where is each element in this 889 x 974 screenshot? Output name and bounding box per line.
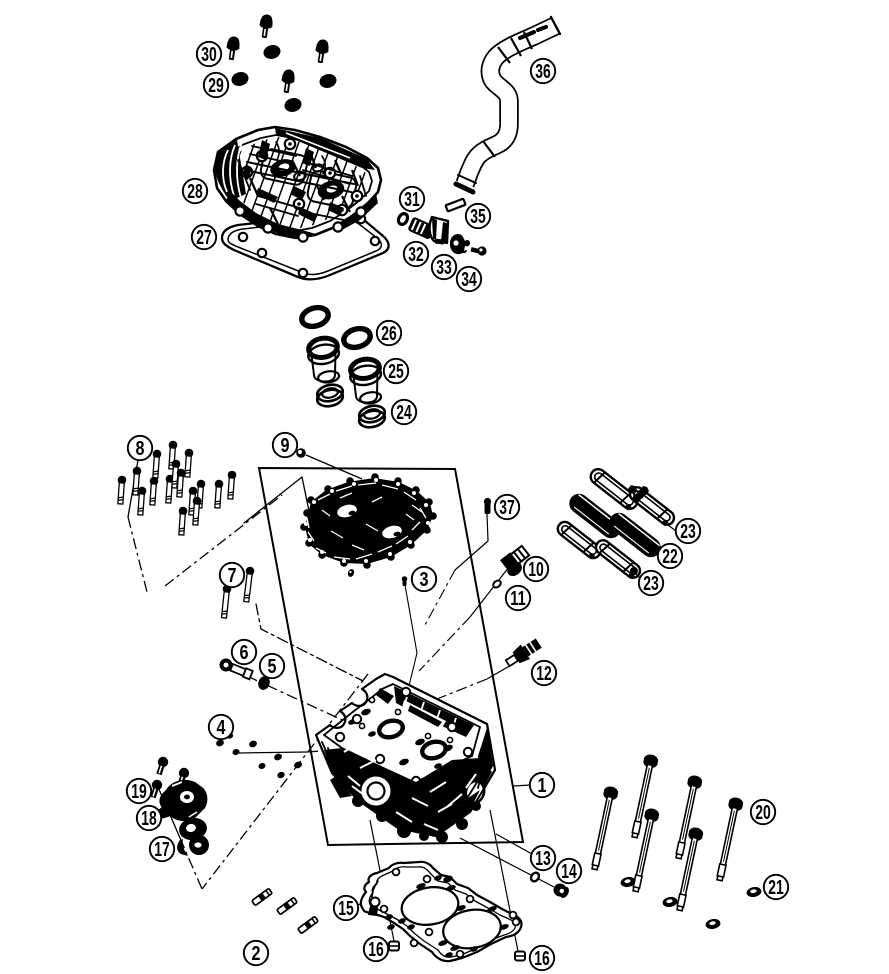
svg-text:9: 9	[281, 434, 290, 457]
svg-text:28: 28	[187, 180, 203, 203]
svg-text:2: 2	[252, 942, 261, 965]
svg-text:25: 25	[388, 360, 404, 383]
svg-text:23: 23	[643, 572, 659, 595]
svg-text:31: 31	[404, 188, 420, 211]
svg-text:14: 14	[561, 860, 577, 883]
svg-text:11: 11	[510, 587, 526, 610]
svg-text:19: 19	[131, 780, 147, 803]
svg-text:23: 23	[680, 520, 696, 543]
svg-text:22: 22	[662, 545, 678, 568]
svg-text:37: 37	[499, 496, 515, 519]
svg-text:33: 33	[436, 256, 452, 279]
svg-text:4: 4	[217, 716, 226, 739]
svg-text:36: 36	[535, 60, 551, 83]
svg-text:6: 6	[240, 641, 249, 664]
svg-text:15: 15	[338, 897, 354, 920]
svg-text:1: 1	[538, 774, 547, 797]
svg-text:5: 5	[268, 655, 277, 678]
svg-text:3: 3	[420, 568, 429, 591]
svg-text:24: 24	[396, 401, 412, 424]
svg-text:8: 8	[136, 437, 145, 460]
svg-text:16: 16	[368, 938, 384, 961]
svg-text:10: 10	[528, 558, 544, 581]
svg-text:20: 20	[755, 801, 771, 824]
svg-text:27: 27	[196, 226, 212, 249]
svg-text:26: 26	[381, 322, 397, 345]
svg-text:30: 30	[201, 43, 217, 66]
svg-text:13: 13	[535, 847, 551, 870]
svg-text:17: 17	[154, 838, 170, 861]
svg-text:32: 32	[408, 243, 424, 266]
svg-text:21: 21	[768, 876, 784, 899]
svg-text:7: 7	[228, 564, 237, 587]
svg-text:29: 29	[208, 74, 224, 97]
svg-text:16: 16	[534, 947, 550, 970]
svg-text:18: 18	[141, 807, 157, 830]
svg-text:35: 35	[470, 205, 486, 228]
svg-text:12: 12	[536, 662, 552, 685]
svg-text:34: 34	[461, 268, 477, 291]
